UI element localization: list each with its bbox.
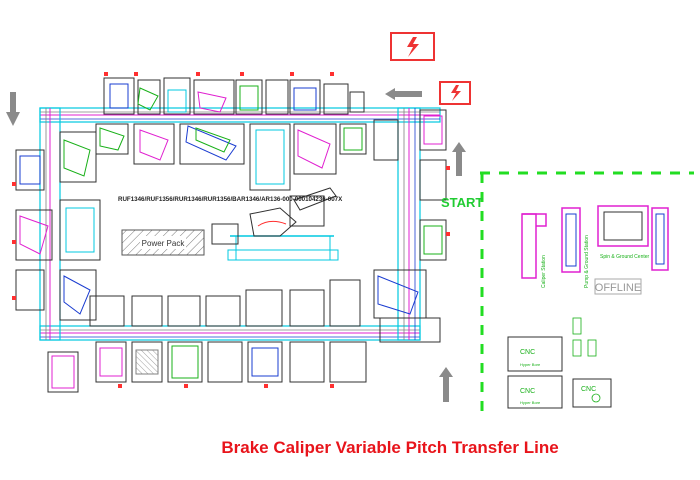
station-label-1: Caliper Station [541, 255, 547, 288]
flow-arrow-down [6, 92, 20, 126]
power-pack-label: Power Pack [142, 239, 186, 248]
cell-zone-dashed [480, 171, 694, 415]
left-stations [12, 131, 101, 321]
flow-arrow-up-bottom [439, 367, 453, 402]
station-label-3: Spin & Ground Center [600, 254, 650, 260]
start-label: START [441, 195, 483, 210]
flow-arrow-up-top [452, 142, 466, 176]
hazard-sign-top [390, 32, 435, 61]
bottom-stations [47, 279, 367, 393]
transfer-loop [39, 107, 441, 341]
cnc-box-1: CNC Hyper Bore [507, 336, 563, 372]
right-stations [373, 109, 450, 343]
cnc-title: CNC [520, 349, 535, 356]
cnc-title: CNC [581, 386, 596, 393]
power-pack: Power Pack [121, 229, 205, 256]
cnc-box-2: CNC Hyper Bore [507, 375, 563, 409]
cnc-box-3: CNC [572, 378, 612, 408]
diagram-title: Brake Caliper Variable Pitch Transfer Li… [221, 438, 558, 457]
top-stations [95, 72, 367, 191]
small-panels [572, 317, 597, 357]
cnc-sub: Hyper Bore [520, 362, 541, 367]
hazard-sign-right [439, 81, 471, 105]
station-label-2: Pump & Ground Station [584, 235, 590, 288]
offline-label: OFFLINE [595, 282, 641, 294]
flow-arrow-left [385, 88, 422, 100]
offline-box: OFFLINE [594, 278, 642, 295]
offline-cell [521, 205, 669, 279]
central-machine [211, 187, 339, 261]
cnc-title: CNC [520, 388, 535, 395]
cnc-sub: Hyper Bore [520, 400, 541, 405]
high-voltage-icon [451, 85, 461, 101]
high-voltage-icon [407, 37, 419, 57]
model-codes: RUF1346/RUF1356/RUR1346/RUR1356/BAR1346/… [118, 196, 343, 203]
